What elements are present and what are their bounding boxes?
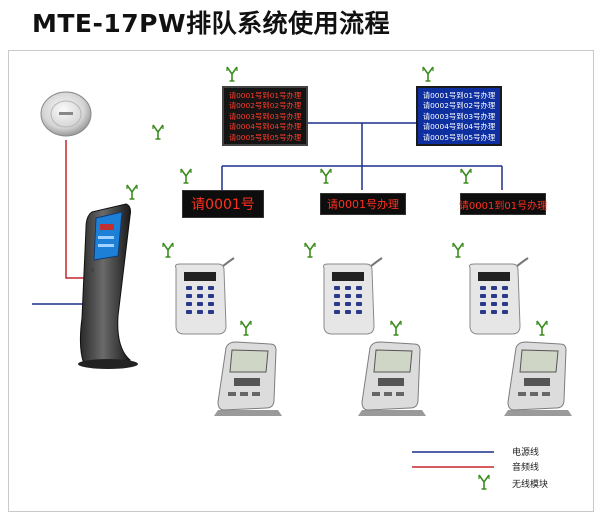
legend-power-label: 电源线 <box>512 448 540 458</box>
main-red-line-3: 请0003号到03号办理 <box>228 111 302 121</box>
caller-keypad-icon <box>323 257 383 335</box>
counter-display-2: 请0001号办理 <box>320 193 406 215</box>
wireless-antenna-icon <box>240 320 252 336</box>
main-blue-line-4: 请0004号到04号办理 <box>422 122 496 132</box>
main-red-line-4: 请0004号到04号办理 <box>228 122 302 132</box>
evaluator-terminal-icon <box>214 341 282 416</box>
diagram-frame <box>8 50 594 512</box>
counter-display-1: 请0001号 <box>182 190 264 218</box>
wireless-antenna-icon <box>320 168 332 184</box>
wireless-antenna-icon <box>226 66 238 82</box>
wireless-antenna-icon <box>452 242 464 258</box>
counter-display-3: 请0001到01号办理 <box>458 193 548 215</box>
main-blue-line-3: 请0003号到03号办理 <box>422 111 496 121</box>
diagram-title: MTE-17PW排队系统使用流程 <box>32 9 391 38</box>
main-red-line-5: 请0005号到05号办理 <box>228 132 302 142</box>
caller-keypad-icon <box>175 257 235 335</box>
wireless-antenna-icon <box>126 184 138 200</box>
legend-wireless-label: 无线模块 <box>512 480 549 490</box>
wireless-antenna-icon <box>460 168 472 184</box>
counter-display-1-text: 请0001号 <box>191 197 255 213</box>
speaker-icon <box>40 91 92 137</box>
counter-display-3-text: 请0001到01号办理 <box>458 200 548 212</box>
main-red-line-1: 请0001号到01号办理 <box>228 91 302 100</box>
wireless-antenna-icon <box>536 320 548 336</box>
ticket-kiosk-icon <box>78 203 138 369</box>
wireless-antenna-icon <box>162 242 174 258</box>
legend-audio-label: 音频线 <box>512 463 540 473</box>
wireless-antenna-icon <box>304 242 316 258</box>
evaluator-terminal-icon <box>504 341 572 416</box>
audio-line <box>65 140 90 279</box>
caller-keypad-icon <box>469 257 529 335</box>
wireless-antenna-icon <box>422 66 434 82</box>
main-blue-line-2: 请0002号到02号办理 <box>422 101 496 111</box>
evaluator-terminal-icon <box>358 341 426 416</box>
wireless-antenna-icon <box>390 320 402 336</box>
main-blue-line-1: 请0001号到01号办理 <box>422 91 496 100</box>
wireless-antenna-icon <box>180 168 192 184</box>
main-display-blue: 请0001号到01号办理 请0002号到02号办理 请0003号到03号办理 请… <box>416 86 502 146</box>
main-blue-line-5: 请0005号到05号办理 <box>422 132 496 142</box>
main-red-line-2: 请0002号到02号办理 <box>228 101 302 111</box>
wireless-antenna-icon <box>478 474 490 490</box>
wireless-antenna-icon <box>152 124 164 140</box>
counter-display-2-text: 请0001号办理 <box>327 198 399 211</box>
main-display-red: 请0001号到01号办理 请0002号到02号办理 请0003号到03号办理 请… <box>222 86 308 146</box>
